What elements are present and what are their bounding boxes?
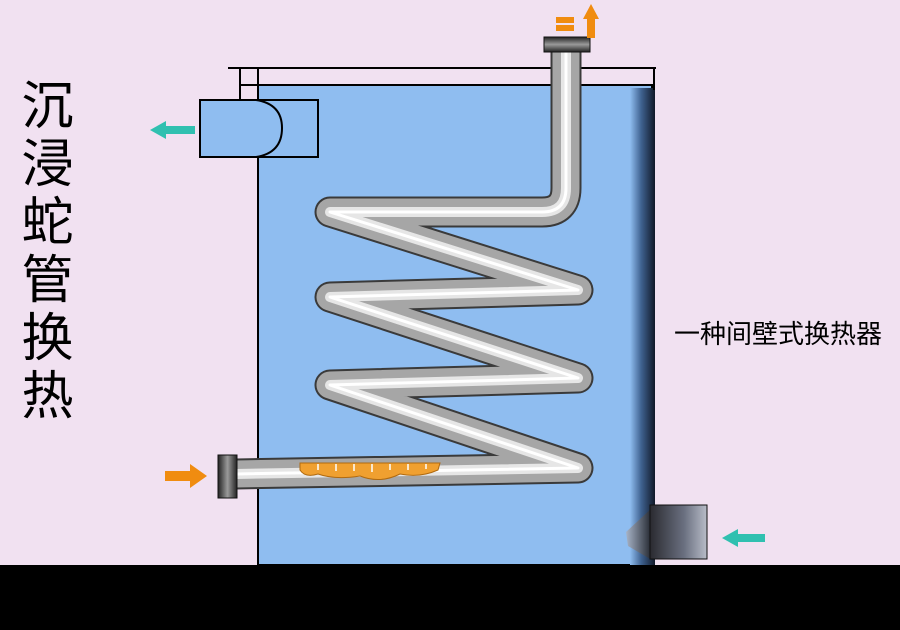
coil-outlet-marker (556, 17, 574, 31)
inlet-cone (626, 508, 652, 560)
overflow-outlet (199, 99, 319, 158)
vertical-title: 沉浸蛇管换热 (12, 78, 72, 426)
arrow-shaft (165, 471, 191, 481)
footer-bar (0, 565, 900, 630)
outlet-box (199, 99, 319, 158)
inlet-pipe-flange (217, 454, 238, 499)
arrow-left-icon (150, 121, 195, 139)
diagram-caption: 一种间壁式换热器 (674, 320, 883, 350)
marker-block-top (556, 17, 574, 23)
arrow-shaft (737, 534, 765, 542)
arrow-shaft (587, 18, 595, 38)
inlet-nozzle (649, 504, 708, 560)
outlet-weir-curve (255, 99, 284, 158)
tank-right-shading (630, 88, 655, 565)
arrow-right-icon (165, 464, 207, 488)
arrow-head (583, 4, 599, 19)
shell-fluid-inlet (626, 504, 708, 560)
liquid-dashes (317, 464, 427, 472)
arrow-left-icon (722, 529, 765, 547)
arrow-head (150, 121, 166, 139)
serpentine-coil (235, 46, 594, 490)
coil-tube-shine (235, 46, 580, 476)
arrow-head (190, 464, 207, 488)
tank-lid-frame (228, 67, 656, 100)
arrow-head (722, 529, 738, 547)
outlet-pipe-flange (543, 36, 591, 53)
marker-block-bottom (556, 25, 574, 31)
arrow-up-icon (583, 4, 599, 38)
condensate-liquid (299, 462, 441, 480)
arrow-shaft (164, 126, 195, 134)
